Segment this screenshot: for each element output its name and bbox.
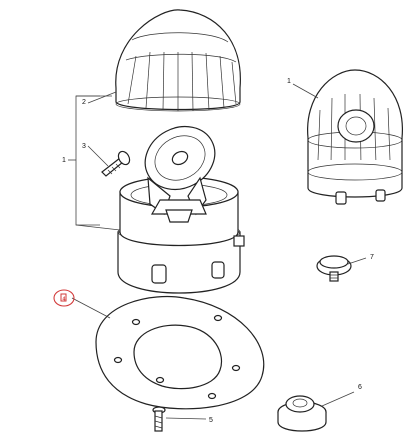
screw-bottom[interactable] — [152, 406, 166, 432]
callout-2[interactable]: 2 — [82, 99, 86, 106]
base-assembly[interactable] — [117, 115, 245, 294]
callout-1-right[interactable]: 1 — [287, 78, 291, 85]
callout-6[interactable]: 6 — [358, 384, 362, 391]
assembled-beacon[interactable] — [307, 69, 403, 205]
callout-7[interactable]: 7 — [370, 254, 374, 261]
grommet[interactable] — [277, 395, 327, 432]
mounting-plate[interactable] — [95, 295, 265, 410]
callout-3[interactable]: 3 — [82, 143, 86, 150]
callout-4: 4 — [63, 297, 66, 303]
dome-lens[interactable] — [115, 9, 241, 112]
callout-5[interactable]: 5 — [209, 417, 213, 424]
screw-top[interactable] — [101, 149, 132, 177]
callout-1-bracket — [68, 95, 121, 231]
plug[interactable] — [316, 255, 352, 282]
callout-1-left[interactable]: 1 — [62, 157, 66, 164]
callout-4-highlight[interactable]: 4 — [53, 289, 75, 307]
leader-lines — [71, 83, 367, 420]
